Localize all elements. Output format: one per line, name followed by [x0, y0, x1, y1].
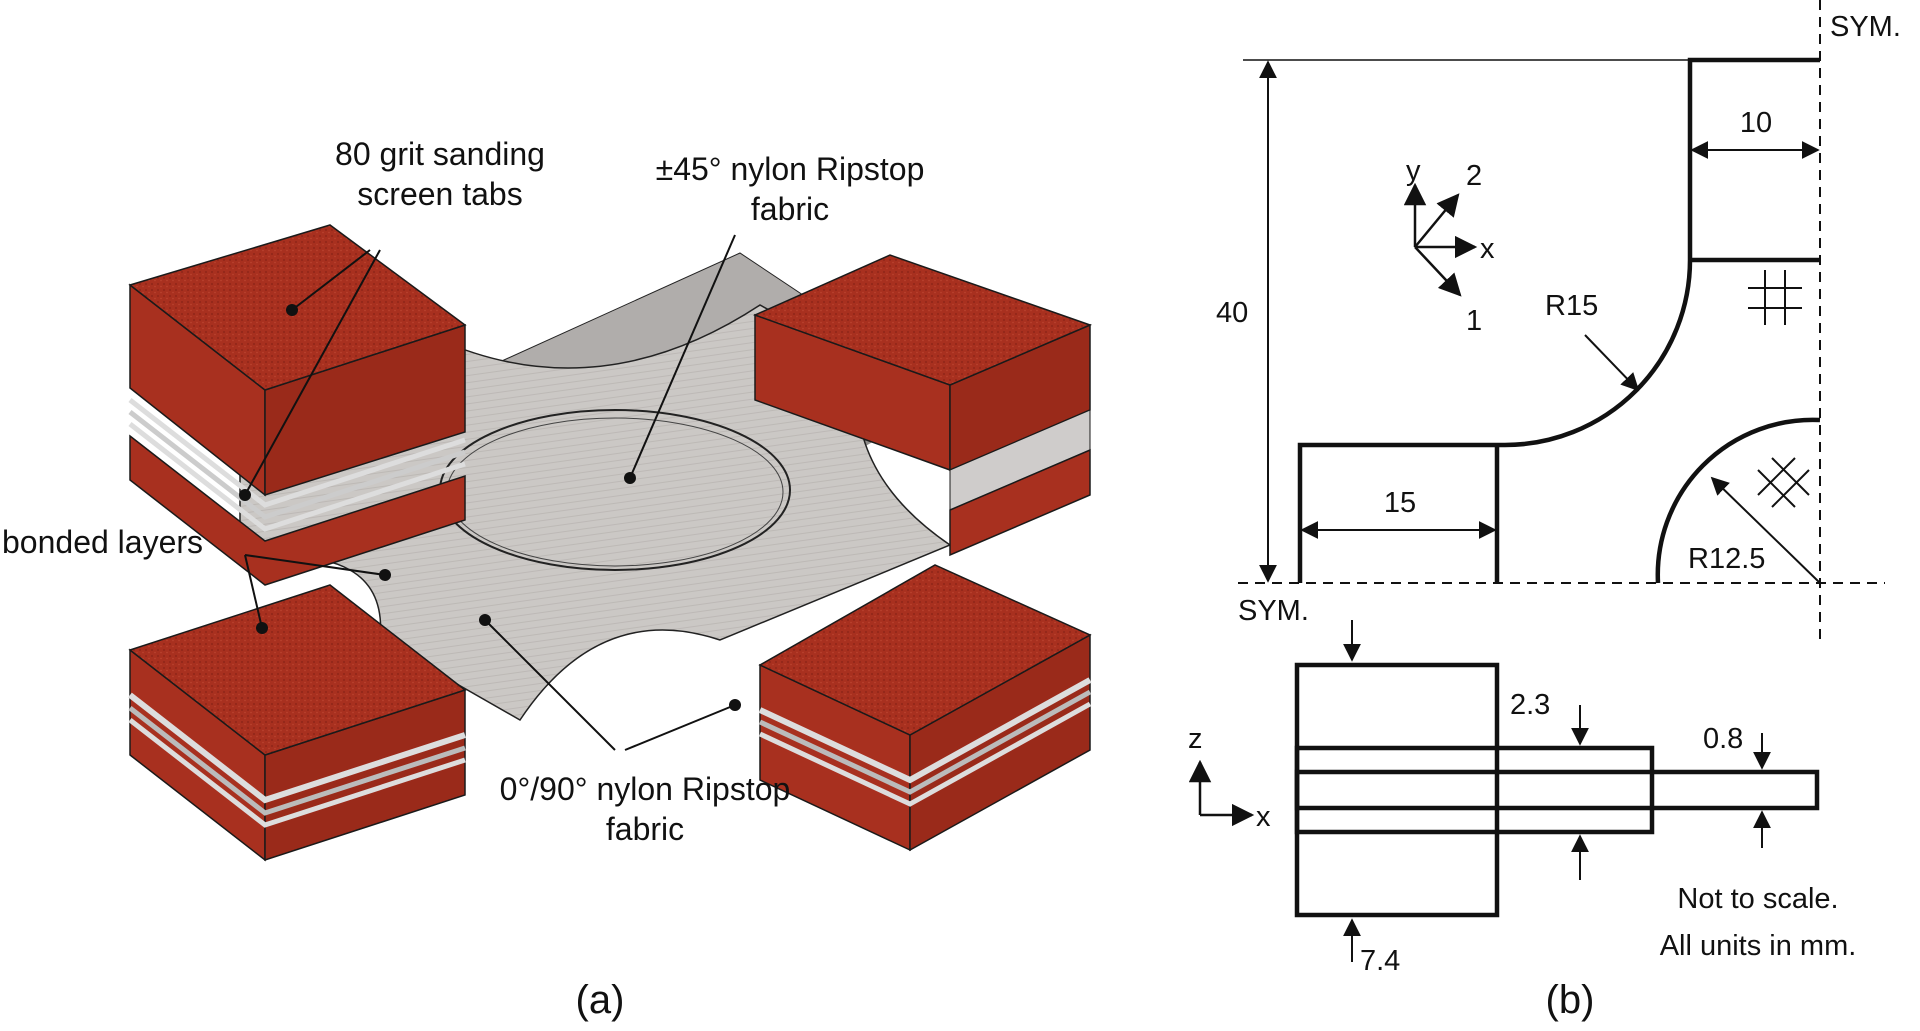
dim-middle-label: 2.3 — [1510, 689, 1550, 721]
dim-tab-width-left-label: 15 — [1384, 487, 1416, 519]
fiber-orientation-0-90-icon — [1748, 270, 1802, 325]
label-bonded-layers: bonded layers — [2, 524, 203, 560]
note-not-to-scale: Not to scale. — [1677, 883, 1838, 915]
sym-label-top: SYM. — [1830, 11, 1901, 43]
dim-center-label: 0.8 — [1703, 723, 1743, 755]
axis-label-x: x — [1480, 233, 1495, 265]
fiber-orientation-pm45-icon — [1757, 457, 1810, 508]
label-r090-line1: 0°/90° nylon Ripstop — [500, 771, 791, 807]
panel-a-specimen-illustration: 80 grit sanding screen tabs ±45° nylon R… — [2, 136, 1093, 1022]
tab-top-right — [752, 254, 1093, 557]
axis-label-2: 2 — [1466, 160, 1482, 192]
axis-label-z: z — [1188, 723, 1203, 755]
tab-bottom-left — [128, 584, 467, 862]
dim-height-label: 40 — [1216, 297, 1248, 329]
note-units: All units in mm. — [1660, 930, 1857, 962]
leader-dots — [239, 304, 741, 711]
dim-fillet-radius-label: R15 — [1545, 290, 1598, 322]
tab-top-left — [128, 224, 467, 586]
dim-tab-width-top-label: 10 — [1740, 107, 1772, 139]
label-pm45-line2: fabric — [751, 191, 829, 227]
hole-quarter-arc — [1655, 417, 1821, 584]
leader-lines — [244, 234, 736, 751]
dim-fillet-radius-leader — [1584, 334, 1640, 392]
caption-b: (b) — [1546, 978, 1595, 1022]
axis-label-y: y — [1406, 155, 1421, 187]
plan-axes-icon — [1403, 182, 1478, 297]
caption-a: (a) — [576, 978, 625, 1022]
dim-total-label: 7.4 — [1360, 945, 1400, 977]
panel-b-dimension-drawing: SYM. SYM. 40 10 15 R15 R12.5 — [1188, 0, 1901, 1022]
axis-label-1: 1 — [1466, 305, 1482, 337]
sym-label-left: SYM. — [1238, 595, 1309, 627]
label-pm45-line1: ±45° nylon Ripstop — [656, 151, 925, 187]
tab-bottom-right — [758, 564, 1092, 852]
label-r090-line2: fabric — [606, 811, 684, 847]
label-tabs-line1: 80 grit sanding — [335, 136, 545, 172]
dim-hole-radius-label: R12.5 — [1688, 543, 1765, 575]
axis-label-x-section: x — [1256, 801, 1271, 833]
label-tabs-line2: screen tabs — [357, 176, 522, 212]
specimen-quarter-outline — [1297, 57, 1820, 583]
section-axes-icon — [1188, 759, 1255, 827]
cross-section-outline — [1294, 662, 1820, 918]
center-circle-pm45-fabric — [439, 409, 791, 571]
dim-hole-radius-leader — [1710, 476, 1821, 584]
